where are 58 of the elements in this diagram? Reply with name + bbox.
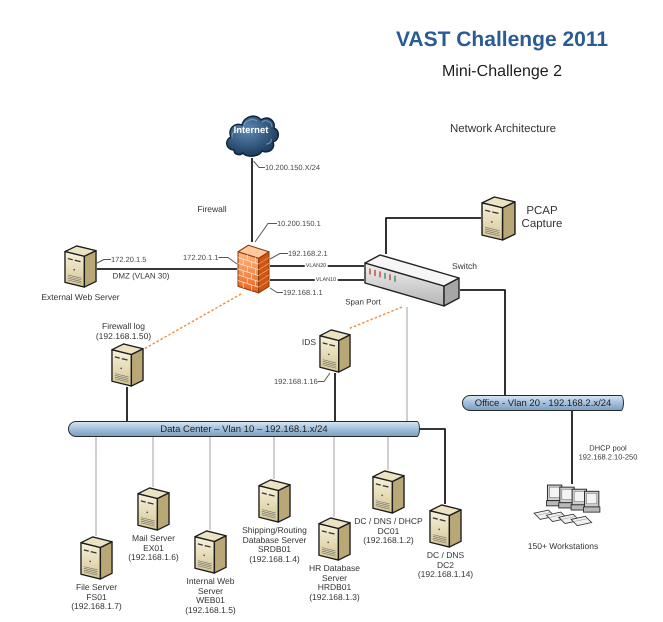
server-label: Internal Web Server (185, 577, 236, 596)
server-label: Mail Server (132, 534, 175, 544)
server-label: File Server (76, 583, 118, 593)
connection-line (251, 158, 253, 242)
leader-line (96, 259, 112, 264)
diagram-title: VAST Challenge 2011 (396, 28, 608, 52)
server-label: Firewall log (102, 322, 145, 332)
device-label: Switch (452, 262, 478, 272)
server-label: DC / DNS (426, 551, 464, 561)
connection-line (126, 387, 128, 421)
leader-line (270, 288, 284, 293)
hostname-label: FS01 (86, 592, 107, 602)
ip-address-label: (192.168.1.14) (418, 570, 474, 580)
leader-line (218, 257, 238, 264)
server-label: DC / DNS / DHCP (354, 517, 423, 527)
ip-address-label: (192.168.1.4) (249, 554, 300, 564)
dashed-connection-line (144, 293, 242, 350)
connection-line (571, 411, 573, 484)
hostname-label: HRDB01 (318, 583, 352, 593)
edge-label: DMZ (VLAN 30) (112, 271, 170, 281)
edge-label: Span Port (344, 297, 382, 307)
workstations-label: 150+ Workstations (528, 542, 598, 552)
hostname-label: EX01 (143, 544, 164, 554)
connection-line (152, 436, 154, 488)
subtitle: Network Architecture (450, 123, 556, 135)
connection-line (334, 373, 336, 421)
connection-line (420, 428, 446, 504)
hostname-label: DC01 (378, 526, 400, 536)
server-label: HR Database Server (308, 564, 362, 584)
leader-line (254, 223, 278, 242)
network-bus (462, 395, 624, 411)
hostname-label: SRDB01 (258, 545, 292, 555)
server-label: Shipping/Routing Database Server (241, 526, 308, 546)
subtitle: Mini-Challenge 2 (442, 63, 562, 81)
hostname-label: WEB01 (196, 596, 225, 606)
ip-address-label: (192.168.1.6) (128, 553, 179, 563)
leader-line (253, 160, 266, 168)
server-label: IDS (302, 338, 316, 348)
server-label: PCAP Capture (520, 205, 564, 231)
ip-address-label: (192.168.1.7) (71, 602, 122, 612)
device-label: Firewall (197, 205, 227, 215)
connection-line (385, 217, 481, 254)
bus-label: Data Center – Vlan 10 – 192.168.1.x/24 (160, 424, 328, 434)
dashed-connection-line (348, 306, 402, 330)
connection-line (97, 268, 237, 270)
ip-address-label: (192.168.1.3) (309, 592, 360, 602)
hostname-label: DC2 (436, 560, 454, 570)
bus-label: Office - Vlan 20 - 192.168.2.x/24 (474, 398, 612, 408)
connection-line (406, 306, 408, 422)
ip-address-label: (192.168.1.5) (185, 606, 236, 616)
leader-line (270, 253, 288, 260)
cloud-label: Internet (234, 126, 268, 136)
leader-line (317, 372, 330, 382)
server-label: External Web Server (41, 293, 120, 303)
network-bus (68, 421, 420, 437)
connection-line (460, 289, 506, 395)
ip-address-label: (192.168.1.2) (363, 536, 414, 546)
ip-address-label: (192.168.1.50) (96, 332, 152, 342)
